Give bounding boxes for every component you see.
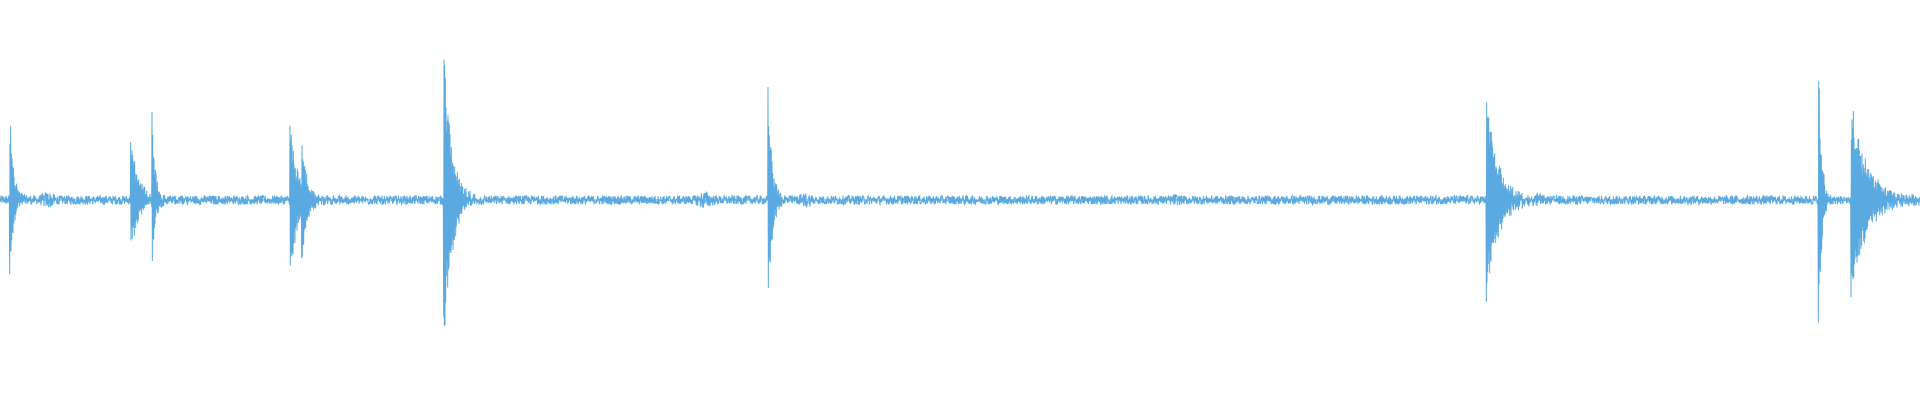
waveform-trace (0, 59, 1920, 327)
